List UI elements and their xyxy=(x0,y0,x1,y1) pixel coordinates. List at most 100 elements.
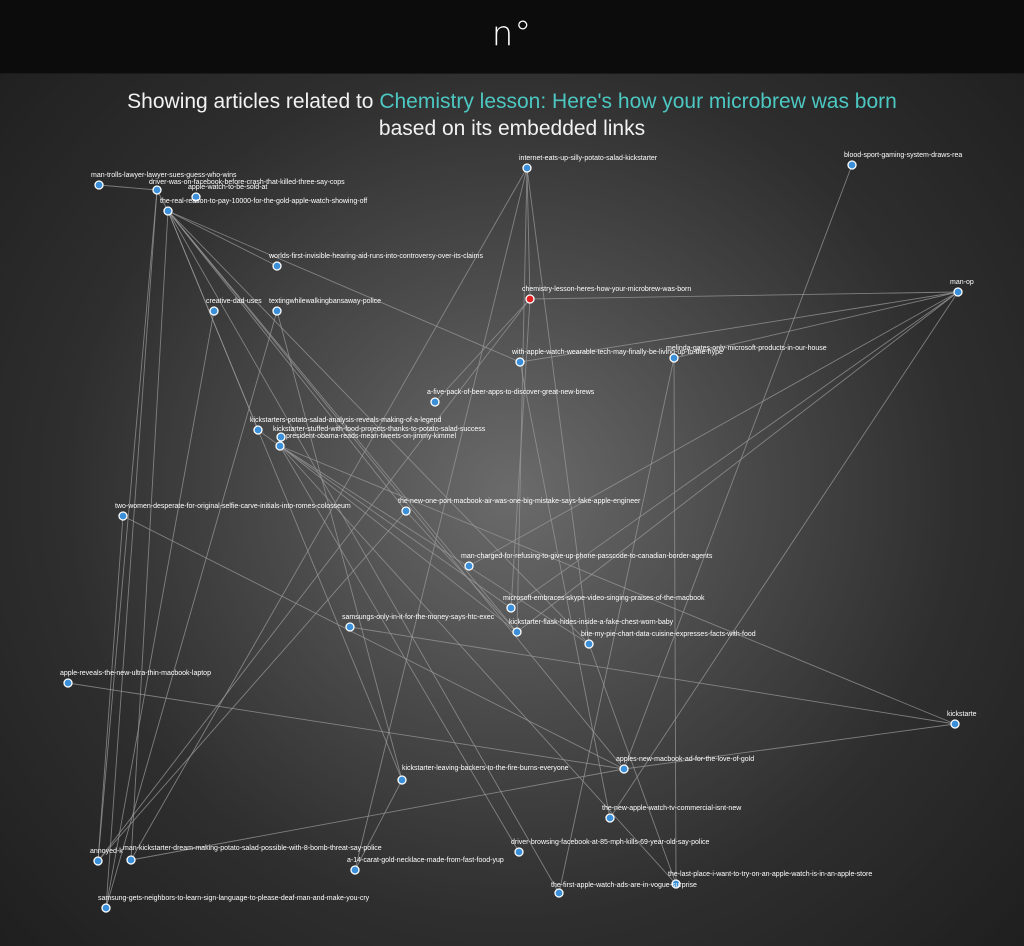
article-node[interactable]: samsung-gets-neighbors-to-learn-sign-lan… xyxy=(98,895,370,913)
article-node-dot[interactable] xyxy=(93,856,103,866)
source-article-link[interactable]: Chemistry lesson: Here's how your microb… xyxy=(379,90,897,113)
article-node[interactable]: driver-was-on-facebook-before-crash-that… xyxy=(149,179,345,195)
article-node-dot[interactable] xyxy=(397,775,407,785)
article-node[interactable]: blood-sport-gaming-system-draws-rea xyxy=(844,152,962,170)
article-node-label[interactable]: a-14-carat-gold-necklace-made-from-fast-… xyxy=(347,857,504,864)
article-node-label[interactable]: man-charged-for-refusing-to-give-up-phon… xyxy=(461,553,713,560)
article-node-dot[interactable] xyxy=(950,719,960,729)
article-node[interactable]: samsungs-only-in-it-for-the-money-says-h… xyxy=(342,614,495,632)
article-node-label[interactable]: worlds-first-invisible-hearing-aid-runs-… xyxy=(268,253,483,260)
article-node[interactable]: man-charged-for-refusing-to-give-up-phon… xyxy=(461,553,713,571)
article-node-label[interactable]: the-new-apple-watch-tv-commercial-isnt-n… xyxy=(602,805,742,812)
article-node-label[interactable]: blood-sport-gaming-system-draws-rea xyxy=(844,152,962,159)
article-node[interactable]: a-14-carat-gold-necklace-made-from-fast-… xyxy=(347,857,504,875)
article-node-label[interactable]: the-new-one-port-macbook-air-was-one-big… xyxy=(398,498,641,505)
article-node[interactable]: kickstarters-potato-salad-analysis-revea… xyxy=(250,417,442,435)
article-node-dot[interactable] xyxy=(163,206,173,216)
article-node-dot[interactable] xyxy=(522,163,532,173)
article-node-dot[interactable] xyxy=(101,903,111,913)
article-node[interactable]: with-apple-watch-wearable-tech-may-final… xyxy=(511,349,723,367)
article-node[interactable]: the-new-apple-watch-tv-commercial-isnt-n… xyxy=(602,805,742,823)
article-node-label[interactable]: samsungs-only-in-it-for-the-money-says-h… xyxy=(342,614,495,621)
article-node[interactable]: man-op xyxy=(950,279,974,297)
article-node[interactable]: kickstarter-leaving-backers-to-the-fire-… xyxy=(397,765,569,785)
article-node-dot[interactable] xyxy=(464,561,474,571)
article-node-dot[interactable] xyxy=(272,306,282,316)
article-node-dot[interactable] xyxy=(430,397,440,407)
article-node-label[interactable]: annoyed-k xyxy=(90,848,123,855)
article-node[interactable]: internet-eats-up-silly-potato-salad-kick… xyxy=(519,155,658,173)
article-node-label[interactable]: the-first-apple-watch-ads-are-in-vogue-s… xyxy=(551,882,697,889)
article-node[interactable]: kickstarter-stuffed-with-food-projects-t… xyxy=(273,426,486,442)
article-node-label[interactable]: samsung-gets-neighbors-to-learn-sign-lan… xyxy=(98,895,370,902)
article-node[interactable]: annoyed-k xyxy=(90,848,123,866)
article-node-dot[interactable] xyxy=(276,432,286,442)
article-node[interactable]: chemistry-lesson-heres-how-your-microbre… xyxy=(522,286,691,304)
article-node-label[interactable]: kickstarter-stuffed-with-food-projects-t… xyxy=(273,426,486,433)
article-node-dot[interactable] xyxy=(401,506,411,516)
article-node-dot[interactable] xyxy=(126,855,136,865)
article-node[interactable]: the-first-apple-watch-ads-are-in-vogue-s… xyxy=(551,882,697,898)
article-node-label[interactable]: melinda-gates-only-microsoft-products-in… xyxy=(666,345,827,352)
article-node-label[interactable]: driver-browsing-facebook-at-85-mph-kills… xyxy=(511,839,710,846)
article-node-dot[interactable] xyxy=(345,622,355,632)
article-node[interactable]: textingwhilewalkingbansaway-police xyxy=(269,298,381,316)
article-node-label[interactable]: kickstarter-flask-hides-inside-a-fake-ch… xyxy=(509,619,674,626)
article-node-dot[interactable] xyxy=(275,441,285,451)
article-node[interactable]: creative-dad-uses xyxy=(206,298,262,316)
article-node-label[interactable]: chemistry-lesson-heres-how-your-microbre… xyxy=(522,286,691,293)
article-node[interactable]: man-kickstarter-dream-making-potato-sala… xyxy=(123,845,382,865)
article-node-dot[interactable] xyxy=(514,847,524,857)
article-node-label[interactable]: two-women-desperate-for-original-selfie-… xyxy=(115,503,351,510)
article-node[interactable]: kickstarter-flask-hides-inside-a-fake-ch… xyxy=(509,619,674,637)
article-node[interactable]: the-real-reason-to-pay-10000-for-the-gol… xyxy=(160,198,367,216)
article-node[interactable]: driver-browsing-facebook-at-85-mph-kills… xyxy=(511,839,710,857)
article-node-label[interactable]: kickstarter-leaving-backers-to-the-fire-… xyxy=(402,765,569,772)
article-node-label[interactable]: bite-my-pie-chart-data-cuisine-expresses… xyxy=(581,631,756,638)
article-node[interactable]: man-trolls-lawyer-lawyer-sues-guess-who-… xyxy=(91,172,237,190)
article-node-label[interactable]: with-apple-watch-wearable-tech-may-final… xyxy=(511,349,723,356)
article-node-dot[interactable] xyxy=(847,160,857,170)
article-node[interactable]: apple-watch-to-be-sold-at xyxy=(188,184,267,202)
article-node-dot[interactable] xyxy=(272,261,282,271)
article-node-dot[interactable] xyxy=(554,888,564,898)
article-node[interactable]: the-last-place-i-want-to-try-on-an-apple… xyxy=(668,871,872,889)
article-node-dot[interactable] xyxy=(512,627,522,637)
article-node-label[interactable]: creative-dad-uses xyxy=(206,298,262,305)
article-node-label[interactable]: apple-reveals-the-new-ultra-thin-macbook… xyxy=(60,670,211,677)
article-node[interactable]: a-five-pack-of-beer-apps-to-discover-gre… xyxy=(427,389,595,407)
article-node-dot[interactable] xyxy=(63,678,73,688)
article-node-label[interactable]: apple-watch-to-be-sold-at xyxy=(188,184,267,191)
article-node-dot[interactable] xyxy=(953,287,963,297)
center-article-node-dot[interactable] xyxy=(525,294,535,304)
article-node-dot[interactable] xyxy=(584,639,594,649)
article-node-dot[interactable] xyxy=(209,306,219,316)
article-node-label[interactable]: driver-was-on-facebook-before-crash-that… xyxy=(149,179,345,186)
article-node[interactable]: worlds-first-invisible-hearing-aid-runs-… xyxy=(268,253,483,271)
article-node-dot[interactable] xyxy=(118,511,128,521)
article-node[interactable]: two-women-desperate-for-original-selfie-… xyxy=(115,503,351,521)
article-node-label[interactable]: man-kickstarter-dream-making-potato-sala… xyxy=(123,845,382,852)
article-node-label[interactable]: man-op xyxy=(950,279,974,286)
article-node-label[interactable]: textingwhilewalkingbansaway-police xyxy=(269,298,381,305)
article-node[interactable]: president-obama-reads-mean-tweets-on-jim… xyxy=(275,433,456,451)
article-node-label[interactable]: the-real-reason-to-pay-10000-for-the-gol… xyxy=(160,198,367,205)
article-node-label[interactable]: man-trolls-lawyer-lawyer-sues-guess-who-… xyxy=(91,172,237,179)
article-node-label[interactable]: a-five-pack-of-beer-apps-to-discover-gre… xyxy=(427,389,595,396)
article-node[interactable]: melinda-gates-only-microsoft-products-in… xyxy=(666,345,827,363)
article-node[interactable]: the-new-one-port-macbook-air-was-one-big… xyxy=(398,498,641,516)
article-node-label[interactable]: kickstarters-potato-salad-analysis-revea… xyxy=(250,417,442,424)
article-node-dot[interactable] xyxy=(191,192,201,202)
article-node-dot[interactable] xyxy=(350,865,360,875)
article-node-dot[interactable] xyxy=(669,353,679,363)
article-node-dot[interactable] xyxy=(515,357,525,367)
article-node-dot[interactable] xyxy=(605,813,615,823)
site-logo[interactable]: n° xyxy=(491,14,533,54)
article-node-label[interactable]: apples-new-macbook-ad-for-the-love-of-go… xyxy=(616,756,754,763)
article-node-label[interactable]: the-last-place-i-want-to-try-on-an-apple… xyxy=(668,871,872,878)
article-node-label[interactable]: kickstarte xyxy=(947,711,977,718)
article-node[interactable]: apples-new-macbook-ad-for-the-love-of-go… xyxy=(616,756,754,774)
article-node-dot[interactable] xyxy=(671,879,681,889)
article-node[interactable]: microsoft-embraces-skype-video-singing-p… xyxy=(503,595,705,613)
